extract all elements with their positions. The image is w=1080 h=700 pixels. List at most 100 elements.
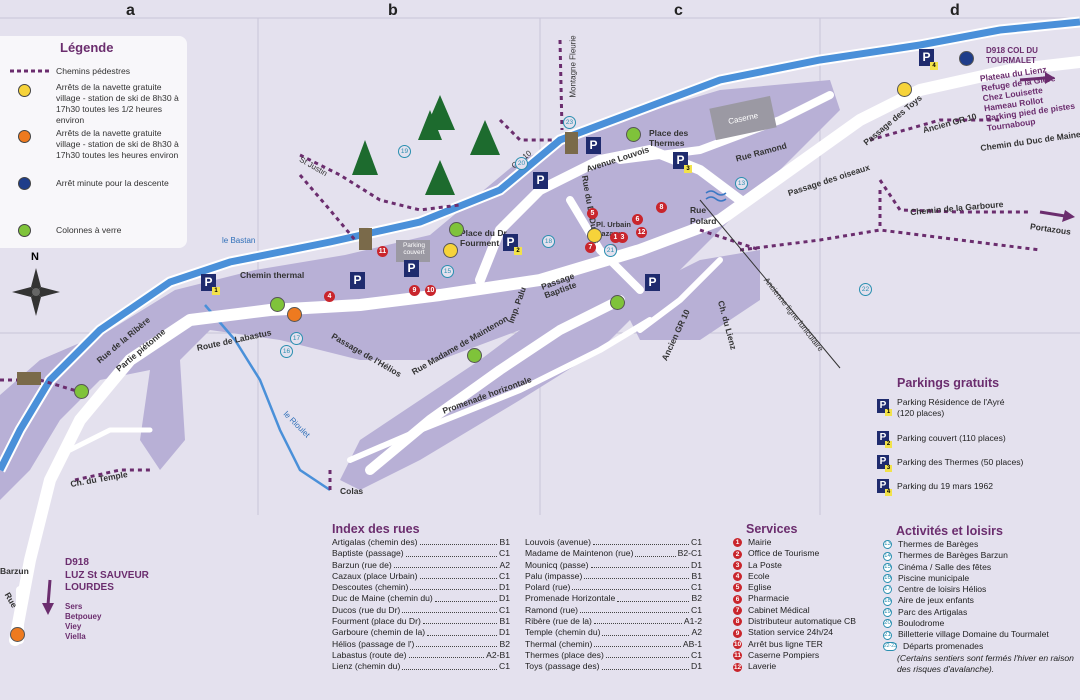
activity-marker[interactable]: 20: [515, 157, 528, 170]
street-name: Thermes (place des): [525, 649, 604, 660]
service-marker[interactable]: 11: [377, 246, 388, 257]
street-dots: [602, 627, 690, 636]
service-label: La Poste: [748, 559, 782, 570]
street-row: Ramond (rue)C1: [525, 605, 702, 616]
glass-column-marker[interactable]: [467, 348, 482, 363]
label-place-thermes: Place des Thermes: [649, 128, 689, 148]
activity-marker[interactable]: 21: [604, 244, 617, 257]
shuttle-stop-marker[interactable]: [897, 82, 912, 97]
activity-label: Billetterie village Domaine du Tourmalet: [898, 629, 1049, 640]
parking-marker-letter: P: [676, 153, 685, 167]
street-ref: A2: [691, 627, 702, 638]
dest-col-list: Plateau du Lienz Refuge de la Glère Chez…: [979, 61, 1077, 133]
glass-column-marker[interactable]: [449, 222, 464, 237]
service-marker[interactable]: 6: [632, 214, 643, 225]
street-name: Louvois (avenue): [525, 537, 591, 547]
glass-column-marker[interactable]: [626, 127, 641, 142]
activity-marker[interactable]: 17: [290, 332, 303, 345]
parking-marker[interactable]: P: [533, 172, 548, 189]
service-marker[interactable]: 4: [324, 291, 335, 302]
pedestrian-path: [299, 153, 461, 212]
service-marker[interactable]: 10: [425, 285, 436, 296]
street-name: Ramond (rue): [525, 604, 579, 615]
service-number-icon: 4: [733, 572, 742, 582]
service-marker[interactable]: 9: [409, 285, 420, 296]
street-name: Hélios (passage de l'): [332, 638, 415, 649]
activity-number-icon: 15: [883, 562, 892, 572]
activity-marker[interactable]: 23: [563, 116, 576, 129]
index-rues-title: Index des rues: [332, 522, 420, 536]
service-marker[interactable]: 3: [617, 232, 628, 243]
street-ref: AB-1: [682, 638, 702, 649]
street-ref: A2: [499, 559, 510, 570]
street-dots: [593, 616, 682, 625]
shuttle-stop-orange-marker[interactable]: [287, 307, 302, 322]
parking-marker[interactable]: P: [404, 260, 419, 277]
street-ref: D1: [691, 661, 702, 672]
dest-item: Sers: [65, 602, 83, 611]
shuttle-stop-orange-marker[interactable]: [10, 627, 25, 642]
service-row: 4 Ecole: [733, 571, 856, 582]
dest-item: LUZ St SAUVEUR: [65, 570, 149, 581]
service-marker[interactable]: 8: [656, 202, 667, 213]
street-name: Baptiste (passage): [332, 548, 404, 559]
parking-marker-letter: P: [506, 235, 515, 249]
activity-label: Centre de loisirs Hélios: [898, 584, 987, 595]
glass-column-marker[interactable]: [74, 384, 89, 399]
service-label: Ecole: [748, 570, 770, 581]
activity-marker[interactable]: 15: [441, 265, 454, 278]
street-row: Labastus (route de)A2-B1: [332, 650, 510, 661]
street-dots: [584, 571, 690, 580]
service-label: Mairie: [748, 537, 772, 547]
glass-column-marker[interactable]: [270, 297, 285, 312]
service-label: Distributeur automatique CB: [748, 616, 856, 627]
street-dots: [605, 650, 689, 659]
activity-number-icon: 14: [883, 551, 892, 561]
activity-marker[interactable]: 19: [398, 145, 411, 158]
parking-marker[interactable]: P: [645, 274, 660, 291]
service-label: Pharmacie: [748, 593, 790, 604]
caserne-building: [709, 95, 777, 141]
activity-marker[interactable]: 22: [859, 283, 872, 296]
parking-marker-letter: P: [536, 173, 545, 187]
parking-marker-letter: P: [648, 275, 657, 289]
street-ref: B2: [499, 638, 510, 649]
parking-marker[interactable]: P: [586, 137, 601, 154]
minute-stop-marker[interactable]: [959, 51, 974, 66]
dest-item: Betpouey: [65, 612, 102, 621]
service-marker[interactable]: 7: [585, 242, 596, 253]
activity-marker[interactable]: 16: [280, 345, 293, 358]
street-name: Descoutes (chemin): [332, 582, 409, 593]
label-colas: Colas: [340, 486, 364, 496]
activity-marker[interactable]: 13: [735, 177, 748, 190]
parkings-title: Parkings gratuits: [897, 376, 1000, 390]
dest-item: LOURDES: [65, 582, 114, 593]
service-marker[interactable]: 12: [636, 227, 647, 238]
parking-legend-letter: P: [879, 480, 887, 491]
activity-number-icon: 20: [883, 619, 892, 629]
parking-marker-letter: P: [407, 261, 416, 275]
street-row: Palu (impasse)B1: [525, 571, 702, 582]
service-marker[interactable]: 1: [610, 232, 621, 243]
service-label: Eglise: [748, 582, 772, 593]
parking-marker[interactable]: P: [350, 272, 365, 289]
glass-column-marker[interactable]: [610, 295, 625, 310]
activity-number-icon: 19: [883, 608, 892, 618]
street-dots: [393, 560, 498, 568]
service-marker[interactable]: 5: [587, 208, 598, 219]
service-number-icon: 8: [733, 617, 742, 627]
shuttle-stop-marker[interactable]: [587, 228, 602, 243]
activity-marker[interactable]: 18: [542, 235, 555, 248]
shuttle-stop-marker[interactable]: [443, 243, 458, 258]
